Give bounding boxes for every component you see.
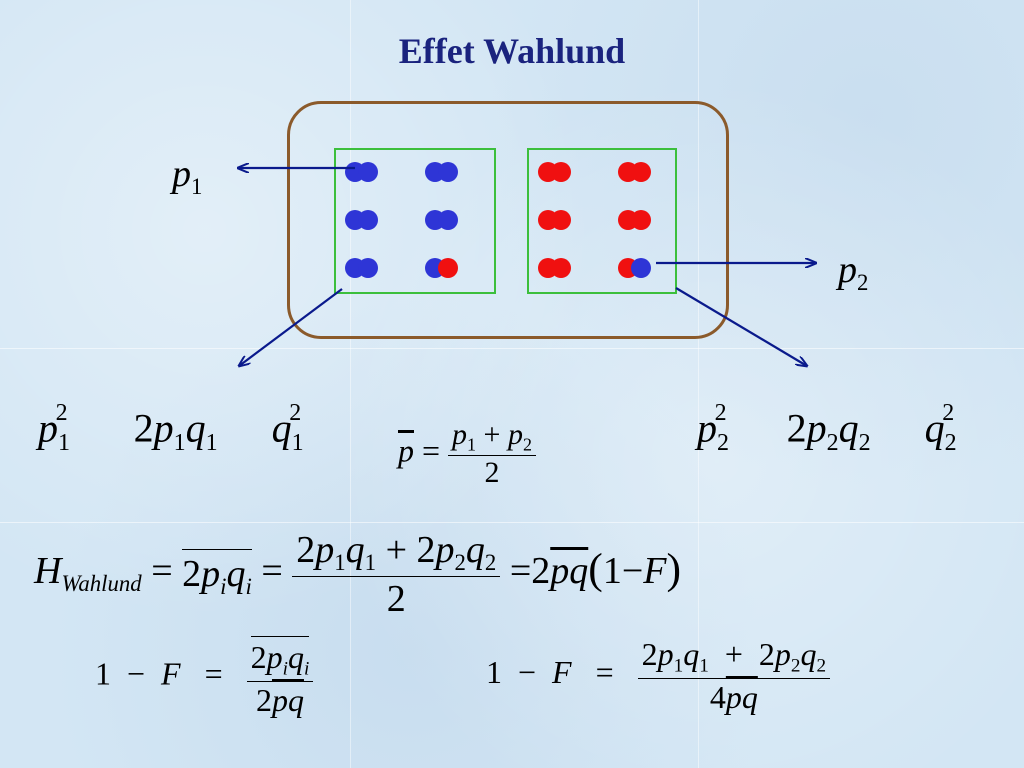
metapopulation-box — [287, 101, 729, 339]
blue-allele-dot — [438, 210, 458, 230]
label-p1: p1 — [172, 153, 203, 199]
background-seam — [0, 348, 1024, 349]
left-genotype-frequencies: p12 2p1q1 q12 — [38, 400, 304, 456]
mean-p-formula: p = p1 + p2 2 — [398, 418, 536, 490]
background-seam — [0, 522, 1024, 523]
red-allele-dot — [631, 162, 651, 182]
background-seam — [698, 0, 699, 768]
one-minus-f-right-formula: 1 − F = 2p1q1 + 2p2q2 4pq — [486, 636, 831, 716]
blue-allele-dot — [438, 162, 458, 182]
red-allele-dot — [438, 258, 458, 278]
red-allele-dot — [551, 162, 571, 182]
h-wahlund-formula: HWahlund = 2piqi = 2p1q1 + 2p2q2 2 =2pq(… — [34, 529, 682, 620]
blue-allele-dot — [358, 258, 378, 278]
slide-title: Effet Wahlund — [398, 31, 626, 71]
subpopulation-2-box — [527, 148, 677, 294]
red-allele-dot — [551, 210, 571, 230]
blue-allele-dot — [358, 210, 378, 230]
blue-allele-dot — [358, 162, 378, 182]
one-minus-f-left-formula: 1 − F = 2piqi 2pq — [95, 636, 314, 719]
red-allele-dot — [631, 210, 651, 230]
subpopulation-1-box — [334, 148, 496, 294]
blue-allele-dot — [631, 258, 651, 278]
right-genotype-frequencies: p22 2p2q2 q22 — [697, 400, 957, 456]
label-p2: p2 — [838, 249, 869, 295]
background-seam — [350, 0, 351, 768]
red-allele-dot — [551, 258, 571, 278]
